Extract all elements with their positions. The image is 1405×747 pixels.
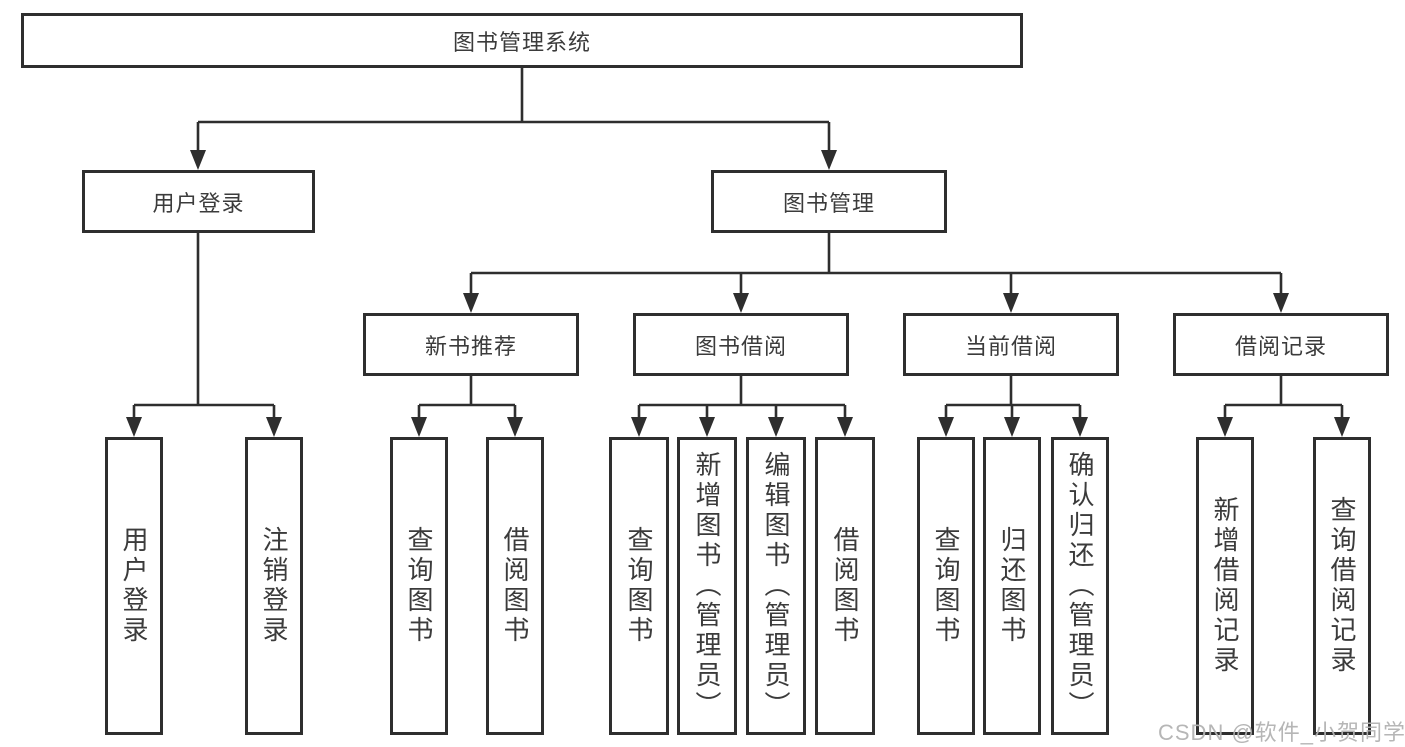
node-label: 借阅记录 xyxy=(1234,333,1327,359)
leaf-add-borrow-record: 新增借阅记录 xyxy=(1196,437,1254,735)
node-label: 查询图书 xyxy=(931,526,961,646)
node-new-book-recommend: 新书推荐 xyxy=(363,313,579,376)
node-label: 当前借阅 xyxy=(964,333,1057,359)
node-label: 查询借阅记录 xyxy=(1327,496,1357,676)
node-current-borrow: 当前借阅 xyxy=(903,313,1119,376)
node-label: 图书管理系统 xyxy=(452,29,591,55)
node-label: 借阅图书 xyxy=(830,526,860,646)
node-label: 新增借阅记录 xyxy=(1210,496,1240,676)
node-book-borrow: 图书借阅 xyxy=(633,313,849,376)
leaf-query-books-current: 查询图书 xyxy=(917,437,975,735)
node-label: 注销登录 xyxy=(259,526,289,646)
node-label: 用户登录 xyxy=(119,526,149,646)
node-label: 查询图书 xyxy=(404,526,434,646)
node-library-management-system: 图书管理系统 xyxy=(21,13,1023,68)
leaf-add-book-admin: 新增图书（管理员） xyxy=(677,437,737,735)
node-label: 借阅图书 xyxy=(500,526,530,646)
leaf-borrow-books: 借阅图书 xyxy=(815,437,875,735)
arrowheads xyxy=(126,150,1350,437)
node-label: 新书推荐 xyxy=(424,333,517,359)
leaf-query-books-borrow: 查询图书 xyxy=(609,437,669,735)
leaf-user-login: 用户登录 xyxy=(105,437,163,735)
node-label: 归还图书 xyxy=(997,526,1027,646)
node-borrow-records: 借阅记录 xyxy=(1173,313,1389,376)
node-user-login: 用户登录 xyxy=(82,170,315,233)
leaf-edit-book-admin: 编辑图书（管理员） xyxy=(746,437,806,735)
node-label: 新增图书（管理员） xyxy=(692,451,722,721)
leaf-confirm-return-admin: 确认归还（管理员） xyxy=(1051,437,1109,735)
csdn-watermark: CSDN @软件_小贺同学 xyxy=(1158,720,1405,745)
leaf-borrow-books-recommend: 借阅图书 xyxy=(486,437,544,735)
node-label: 图书管理 xyxy=(782,190,875,216)
leaf-return-book: 归还图书 xyxy=(983,437,1041,735)
node-label: 用户登录 xyxy=(152,190,245,216)
node-label: 编辑图书（管理员） xyxy=(761,451,791,721)
node-label: 确认归还（管理员） xyxy=(1065,451,1095,721)
node-label: 查询图书 xyxy=(624,526,654,646)
leaf-query-borrow-record: 查询借阅记录 xyxy=(1313,437,1371,735)
node-book-management: 图书管理 xyxy=(711,170,947,233)
leaf-logout: 注销登录 xyxy=(245,437,303,735)
node-label: 图书借阅 xyxy=(694,333,787,359)
leaf-query-books-recommend: 查询图书 xyxy=(390,437,448,735)
